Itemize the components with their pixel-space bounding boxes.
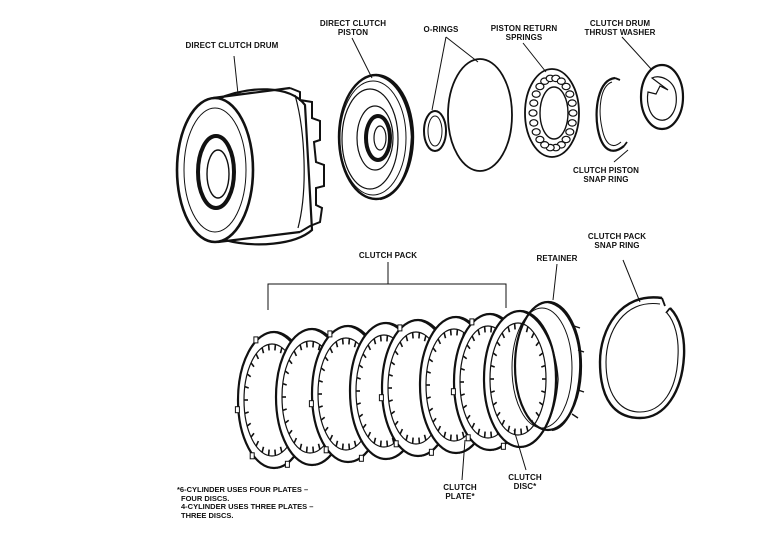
label-clutch-pack-text: CLUTCH PACK xyxy=(358,251,418,260)
direct-clutch-piston xyxy=(337,73,415,201)
label-clutch-drum-thrust-washer: CLUTCH DRUM THRUST WASHER xyxy=(584,19,655,37)
footnote-line1: *6-CYLINDER USES FOUR PLATES – xyxy=(177,485,309,494)
direct-clutch-drum xyxy=(175,86,325,246)
piston-return-springs xyxy=(524,68,580,158)
label-pack-snap-ring-line1: CLUTCH PACK xyxy=(587,232,647,241)
footnote-line2: FOUR DISCS. xyxy=(181,493,230,503)
clutch-disc xyxy=(482,309,559,449)
label-clutch-plate: CLUTCH PLATE* xyxy=(443,483,476,501)
return-spring-coil xyxy=(568,109,578,117)
return-spring-coil xyxy=(529,99,539,107)
label-o-rings-text: O-RINGS xyxy=(423,25,459,34)
return-spring-coil xyxy=(531,128,541,136)
return-spring-coil xyxy=(531,90,541,98)
footnote-line4: THREE DISCS. xyxy=(181,510,234,520)
return-spring-coil xyxy=(565,128,575,136)
label-direct-clutch-piston-line2: PISTON xyxy=(337,28,369,37)
return-spring-coil xyxy=(561,82,571,91)
return-spring-coil xyxy=(535,135,545,144)
clutch-drum-thrust-washer xyxy=(639,63,685,131)
footnote: *6-CYLINDER USES FOUR PLATES – FOUR DISC… xyxy=(177,485,314,520)
label-retainer: RETAINER xyxy=(536,254,577,263)
label-direct-clutch-drum-text: DIRECT CLUTCH DRUM xyxy=(185,41,279,50)
return-spring-coil xyxy=(567,119,577,127)
label-retainer-text: RETAINER xyxy=(536,254,578,263)
label-direct-clutch-piston: DIRECT CLUTCH PISTON xyxy=(320,19,386,37)
label-direct-clutch-drum: DIRECT CLUTCH DRUM xyxy=(186,41,279,50)
label-piston-return-springs-line2: SPRINGS xyxy=(505,33,543,42)
label-piston-return-springs: PISTON RETURN SPRINGS xyxy=(491,24,558,42)
return-spring-coil xyxy=(567,99,577,107)
clutch-piston-snap-ring xyxy=(595,76,628,152)
label-clutch-disc: CLUTCH DISC* xyxy=(508,473,541,491)
leader-lines xyxy=(233,36,653,481)
retainer xyxy=(511,300,585,432)
return-spring-coil xyxy=(528,109,538,117)
label-piston-snap-ring-line1: CLUTCH PISTON xyxy=(572,166,640,175)
label-clutch-pack-snap-ring: CLUTCH PACK SNAP RING xyxy=(588,232,646,250)
label-clutch-disc-line1: CLUTCH xyxy=(508,473,542,482)
return-spring-coil xyxy=(561,135,571,144)
label-clutch-plate-line2: PLATE* xyxy=(445,492,475,501)
clutch-pack xyxy=(234,309,559,470)
label-thrust-washer-line1: CLUTCH DRUM xyxy=(589,19,651,28)
label-piston-return-springs-line1: PISTON RETURN xyxy=(490,24,558,33)
label-pack-snap-ring-line2: SNAP RING xyxy=(594,241,640,250)
label-clutch-plate-line1: CLUTCH xyxy=(443,483,477,492)
label-direct-clutch-piston-line1: DIRECT CLUTCH xyxy=(319,19,387,28)
return-spring-coil xyxy=(556,77,566,86)
return-spring-coil xyxy=(529,119,539,127)
label-thrust-washer-line2: THRUST WASHER xyxy=(584,28,656,37)
o-rings xyxy=(423,58,513,172)
return-spring-coil xyxy=(565,90,575,98)
return-spring-coil xyxy=(540,141,550,149)
return-spring-coil xyxy=(535,82,545,91)
label-clutch-piston-snap-ring: CLUTCH PISTON SNAP RING xyxy=(573,166,639,184)
label-clutch-disc-line2: DISC* xyxy=(513,482,537,491)
label-o-rings: O-RINGS xyxy=(424,25,459,34)
footnote-line3: 4-CYLINDER USES THREE PLATES – xyxy=(181,502,314,511)
label-piston-snap-ring-line2: SNAP RING xyxy=(583,175,629,184)
clutch-pack-snap-ring xyxy=(598,296,686,420)
label-clutch-pack: CLUTCH PACK xyxy=(359,251,417,260)
